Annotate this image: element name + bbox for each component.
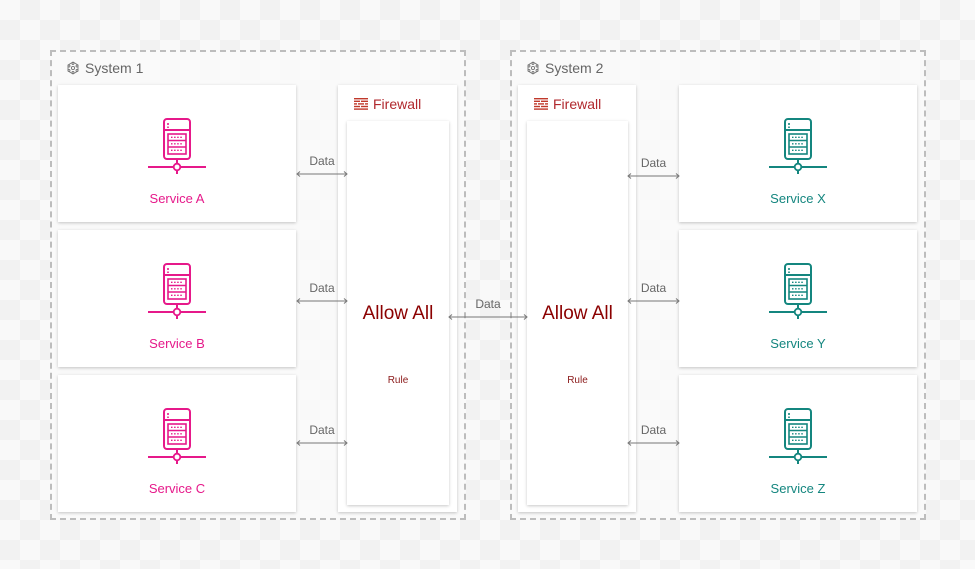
- connector-label: Data: [640, 156, 667, 170]
- connector-label: Data: [640, 423, 667, 437]
- firewall-1-header: Firewall: [354, 96, 421, 112]
- firewall-icon: [354, 98, 368, 110]
- system-2-header: System 2: [526, 60, 603, 76]
- service-z-label: Service Z: [770, 481, 826, 496]
- firewall-2-header: Firewall: [534, 96, 601, 112]
- service-z-node[interactable]: Service Z: [679, 375, 917, 512]
- system-1-label: System 1: [85, 60, 144, 76]
- bidirectional-arrow-icon: [448, 314, 528, 320]
- system-1-header: System 1: [66, 60, 143, 76]
- firewall-icon: [534, 98, 548, 110]
- server-icon: [768, 407, 828, 467]
- firewall-2-rule-title: Allow All: [542, 303, 613, 324]
- server-icon: [768, 262, 828, 322]
- service-y-label: Service Y: [770, 336, 826, 351]
- connector-label: Data: [309, 281, 335, 295]
- cluster-icon: [526, 61, 540, 75]
- connector-firewall-service-x[interactable]: Data: [627, 156, 680, 180]
- connector-label: Data: [640, 281, 667, 295]
- connector-label: Data: [309, 154, 335, 168]
- system-2-label: System 2: [545, 60, 604, 76]
- firewall-1-rule-title: Allow All: [362, 303, 434, 324]
- firewall-2-rule[interactable]: Allow All Rule: [527, 121, 628, 505]
- bidirectional-arrow-icon: [296, 440, 348, 446]
- cluster-icon: [66, 61, 80, 75]
- connector-label: Data: [309, 423, 335, 437]
- connector-firewall-1-firewall-2[interactable]: Data: [448, 297, 528, 321]
- service-x-label: Service X: [770, 191, 826, 206]
- firewall-2-title: Firewall: [553, 96, 602, 112]
- bidirectional-arrow-icon: [627, 440, 680, 446]
- server-icon: [768, 117, 828, 177]
- firewall-1-title: Firewall: [373, 96, 422, 112]
- service-b-label: Service B: [149, 336, 205, 351]
- bidirectional-arrow-icon: [296, 171, 348, 177]
- server-icon: [147, 262, 207, 322]
- bidirectional-arrow-icon: [296, 298, 348, 304]
- firewall-1-rule-label: Rule: [387, 375, 409, 386]
- firewall-1-rule[interactable]: Allow All Rule: [347, 121, 449, 505]
- firewall-2-rule-label: Rule: [567, 375, 588, 386]
- service-b-node[interactable]: Service B: [58, 230, 296, 367]
- connector-firewall-service-y[interactable]: Data: [627, 281, 680, 305]
- bidirectional-arrow-icon: [627, 173, 680, 179]
- connector-service-c-firewall[interactable]: Data: [296, 423, 348, 447]
- server-icon: [147, 407, 207, 467]
- service-c-node[interactable]: Service C: [58, 375, 296, 512]
- service-x-node[interactable]: Service X: [679, 85, 917, 222]
- bidirectional-arrow-icon: [627, 298, 680, 304]
- service-y-node[interactable]: Service Y: [679, 230, 917, 367]
- service-c-label: Service C: [148, 481, 206, 496]
- connector-label: Data: [475, 297, 501, 311]
- connector-service-a-firewall[interactable]: Data: [296, 154, 348, 178]
- connector-firewall-service-z[interactable]: Data: [627, 423, 680, 447]
- service-a-label: Service A: [149, 191, 205, 206]
- service-a-node[interactable]: Service A: [58, 85, 296, 222]
- connector-service-b-firewall[interactable]: Data: [296, 281, 348, 305]
- server-icon: [147, 117, 207, 177]
